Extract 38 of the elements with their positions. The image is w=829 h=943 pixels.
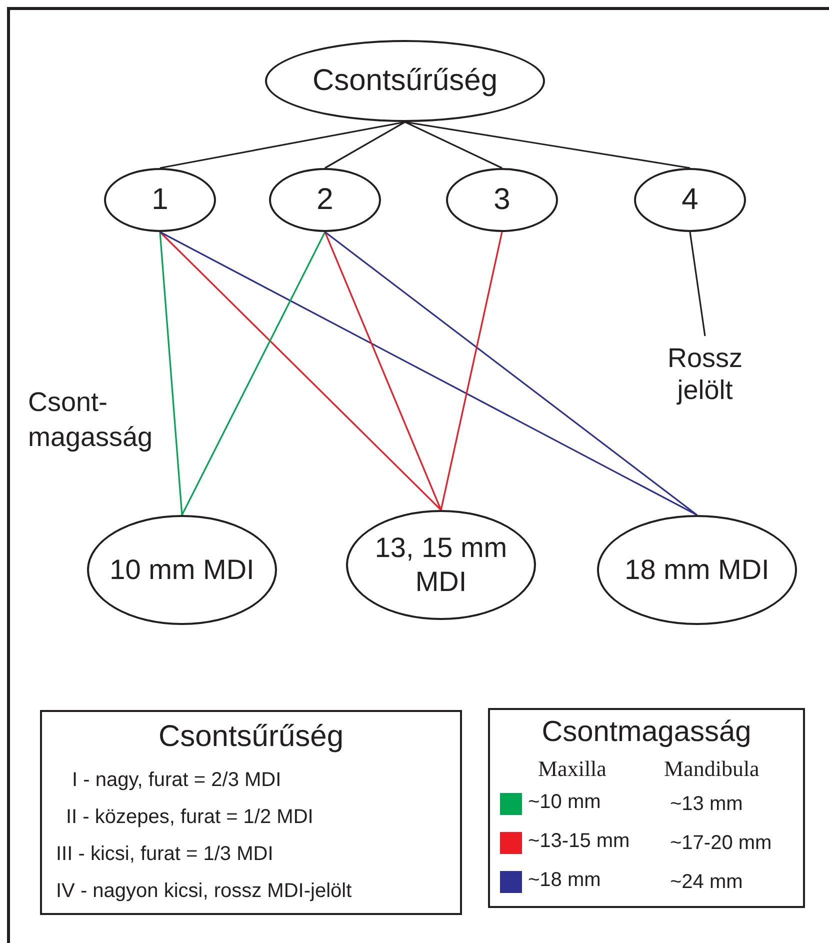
legend-value: ~24 mm: [670, 870, 743, 895]
node-text: 1: [152, 182, 168, 218]
legend-heading: Csontmagasság: [540, 716, 752, 749]
node-text: 2: [316, 182, 334, 218]
node-text: Csontsűrűség: [312, 63, 498, 99]
key-entry: II - közepes, furat = 1/2 MDI: [66, 806, 314, 829]
legend-value: ~17-20 mm: [670, 831, 772, 856]
connector-line: [324, 121, 406, 169]
legend-text: ~18 mm: [528, 869, 601, 892]
connector-line: [160, 121, 406, 169]
column-header: Maxilla: [538, 756, 606, 782]
legend-text: ~10 mm: [528, 791, 601, 814]
connector-line: [689, 232, 706, 336]
connector-line: [440, 232, 503, 510]
legend-text: ~13-15 mm: [528, 830, 630, 853]
connector-line: [159, 231, 442, 511]
key-box: [40, 710, 462, 915]
connector-line: [160, 231, 698, 516]
connector-line: [404, 121, 502, 169]
annotation-text: Rossz jelölt: [666, 342, 744, 406]
node-text: 18 mm MDI: [624, 553, 770, 587]
node-text: 13, 15 mm MDI: [374, 531, 508, 599]
key-entry: III - kicsi, furat = 1/3 MDI: [56, 843, 274, 866]
key-entry: IV - nagyon kicsi, rossz MDI-jelölt: [56, 880, 352, 903]
connector-line: [404, 121, 690, 169]
column-header: Mandibula: [664, 756, 760, 782]
axis-annotation: Csont- magasság: [28, 386, 154, 454]
connector-line: [324, 231, 698, 516]
connector-line: [324, 232, 442, 510]
key-heading: Csontsűrűség: [157, 720, 345, 754]
key-entry: I - nagy, furat = 2/3 MDI: [72, 769, 282, 792]
legend-value: ~13 mm: [670, 792, 743, 817]
key-box: [488, 708, 805, 908]
connector-line: [181, 232, 326, 516]
node-text: 10 mm MDI: [110, 553, 254, 587]
connector-line: [159, 232, 183, 516]
node-text: 4: [682, 182, 698, 218]
node-text: 3: [494, 182, 510, 218]
